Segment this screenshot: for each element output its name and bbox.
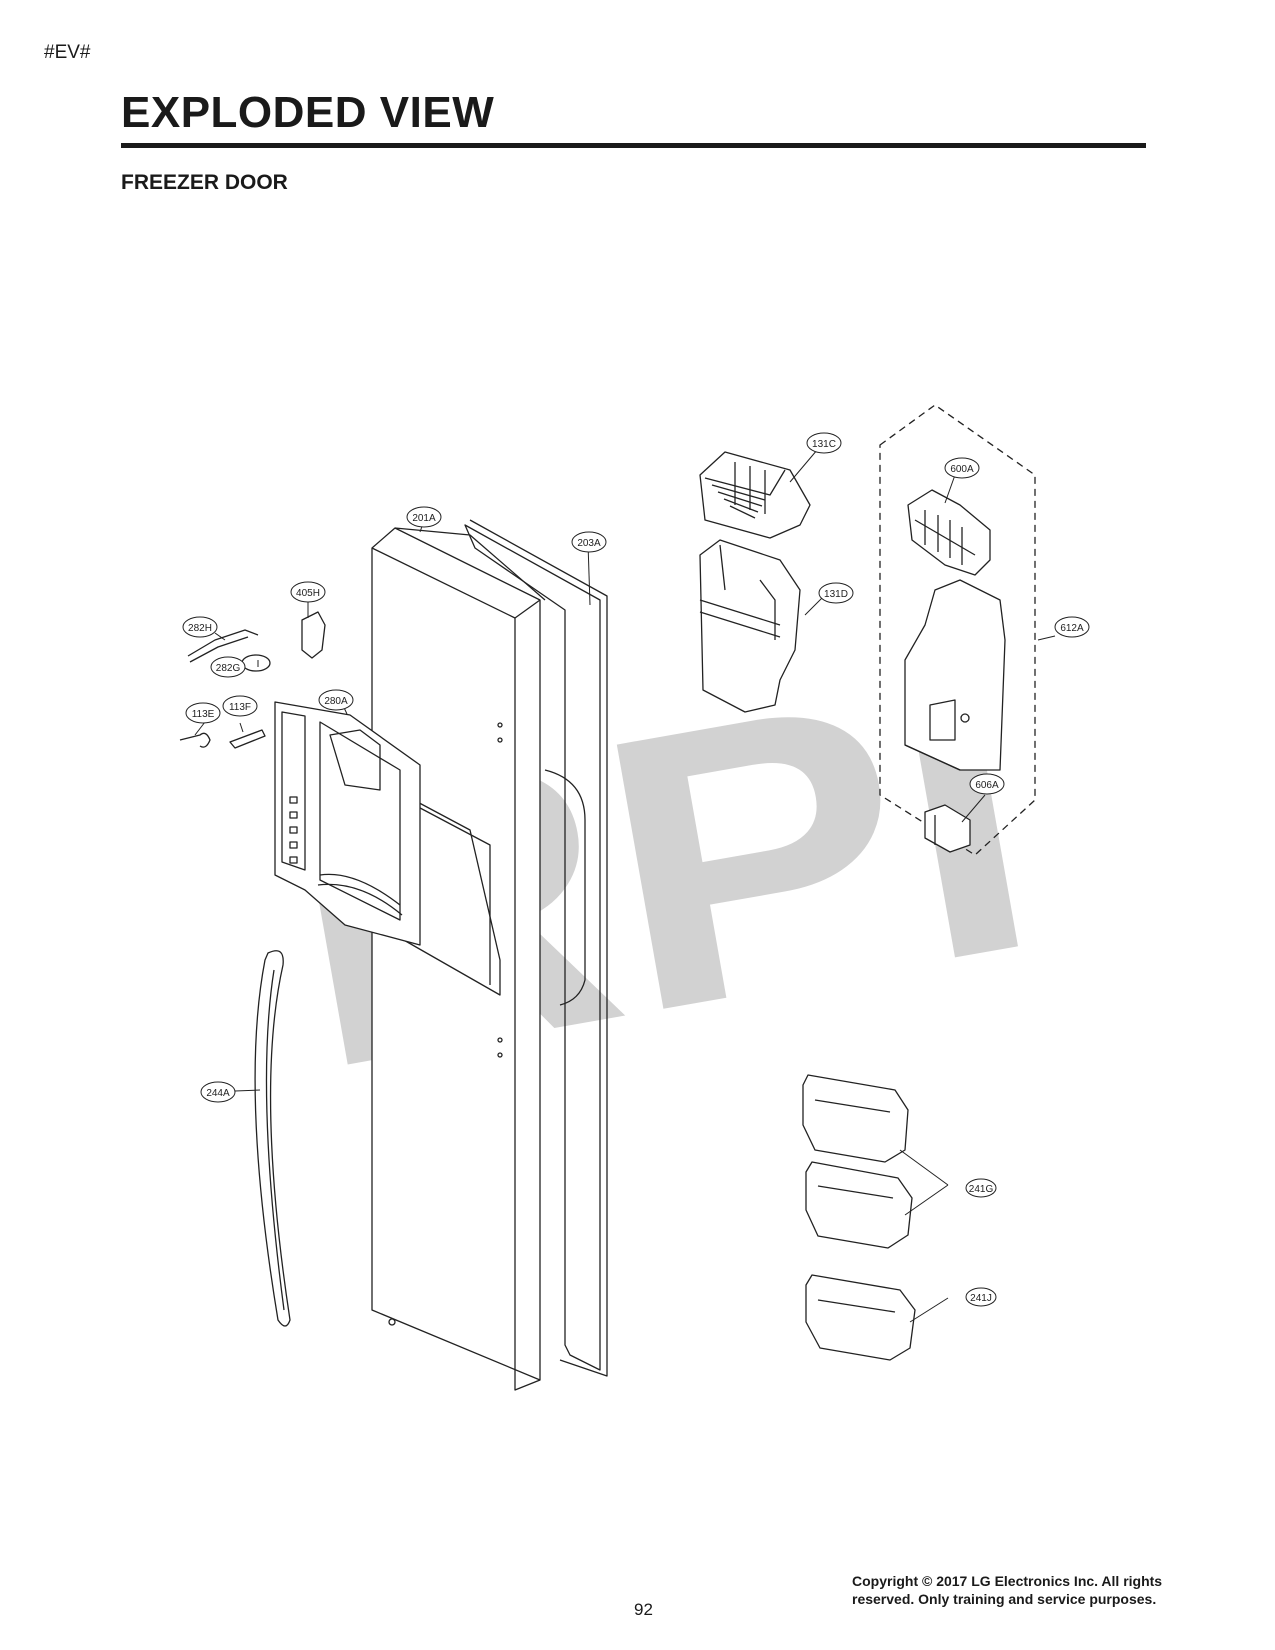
callout-405H: 405H xyxy=(290,581,326,603)
door-gasket xyxy=(464,519,608,1377)
svg-text:600A: 600A xyxy=(950,464,974,475)
page-number: 92 xyxy=(634,1600,653,1619)
callout-131C: 131C xyxy=(806,432,842,454)
svg-text:241J: 241J xyxy=(970,1293,992,1304)
copyright-line-2: reserved. Only training and service purp… xyxy=(852,1591,1157,1607)
auger-motor xyxy=(924,804,971,853)
callout-244A: 244A xyxy=(200,1081,236,1103)
svg-text:244A: 244A xyxy=(206,1088,230,1099)
leader-lines xyxy=(194,442,1056,1323)
callout-131D: 131D xyxy=(818,582,854,604)
section-subtitle: FREEZER DOOR xyxy=(121,171,288,194)
page-title: EXPLODED VIEW xyxy=(121,88,495,137)
callout-113F: 113F xyxy=(222,695,258,717)
door-bins xyxy=(802,1074,916,1361)
callout-203A: 203A xyxy=(571,531,607,553)
callout-600A: 600A xyxy=(944,457,980,479)
document-marker: #EV# xyxy=(44,42,91,63)
callout-612A: 612A xyxy=(1054,616,1090,638)
ice-bin xyxy=(699,539,801,713)
callout-201A: 201A xyxy=(406,506,442,528)
svg-text:606A: 606A xyxy=(975,780,999,791)
small-parts xyxy=(179,611,326,749)
dispenser-housing xyxy=(274,701,421,946)
svg-text:203A: 203A xyxy=(577,538,601,549)
callout-241J: 241J xyxy=(965,1287,997,1307)
callout-241G: 241G xyxy=(965,1178,997,1198)
svg-text:113E: 113E xyxy=(192,709,215,720)
copyright-notice: Copyright © 2017 LG Electronics Inc. All… xyxy=(852,1572,1192,1608)
copyright-line-1: Copyright © 2017 LG Electronics Inc. All… xyxy=(852,1573,1163,1589)
svg-text:405H: 405H xyxy=(296,588,320,599)
assembly-bracket xyxy=(879,404,1036,856)
svg-text:612A: 612A xyxy=(1060,623,1084,634)
callout-113E: 113E xyxy=(185,702,221,724)
svg-text:201A: 201A xyxy=(412,513,436,524)
svg-text:241G: 241G xyxy=(969,1184,994,1195)
ice-bin-cover xyxy=(699,451,811,539)
svg-text:131D: 131D xyxy=(824,589,848,600)
ice-maker xyxy=(907,489,991,576)
callout-606A: 606A xyxy=(969,773,1005,795)
callout-282G: 282G xyxy=(210,656,246,678)
svg-text:131C: 131C xyxy=(812,439,836,450)
title-rule xyxy=(121,143,1146,148)
door-handle xyxy=(254,950,291,1327)
svg-text:282H: 282H xyxy=(188,623,212,634)
svg-text:113F: 113F xyxy=(229,702,251,713)
ice-maker-housing xyxy=(904,579,1006,771)
svg-text:280A: 280A xyxy=(324,696,348,707)
svg-text:282G: 282G xyxy=(216,663,241,674)
callout-280A: 280A xyxy=(318,689,354,711)
callout-282H: 282H xyxy=(182,616,218,638)
